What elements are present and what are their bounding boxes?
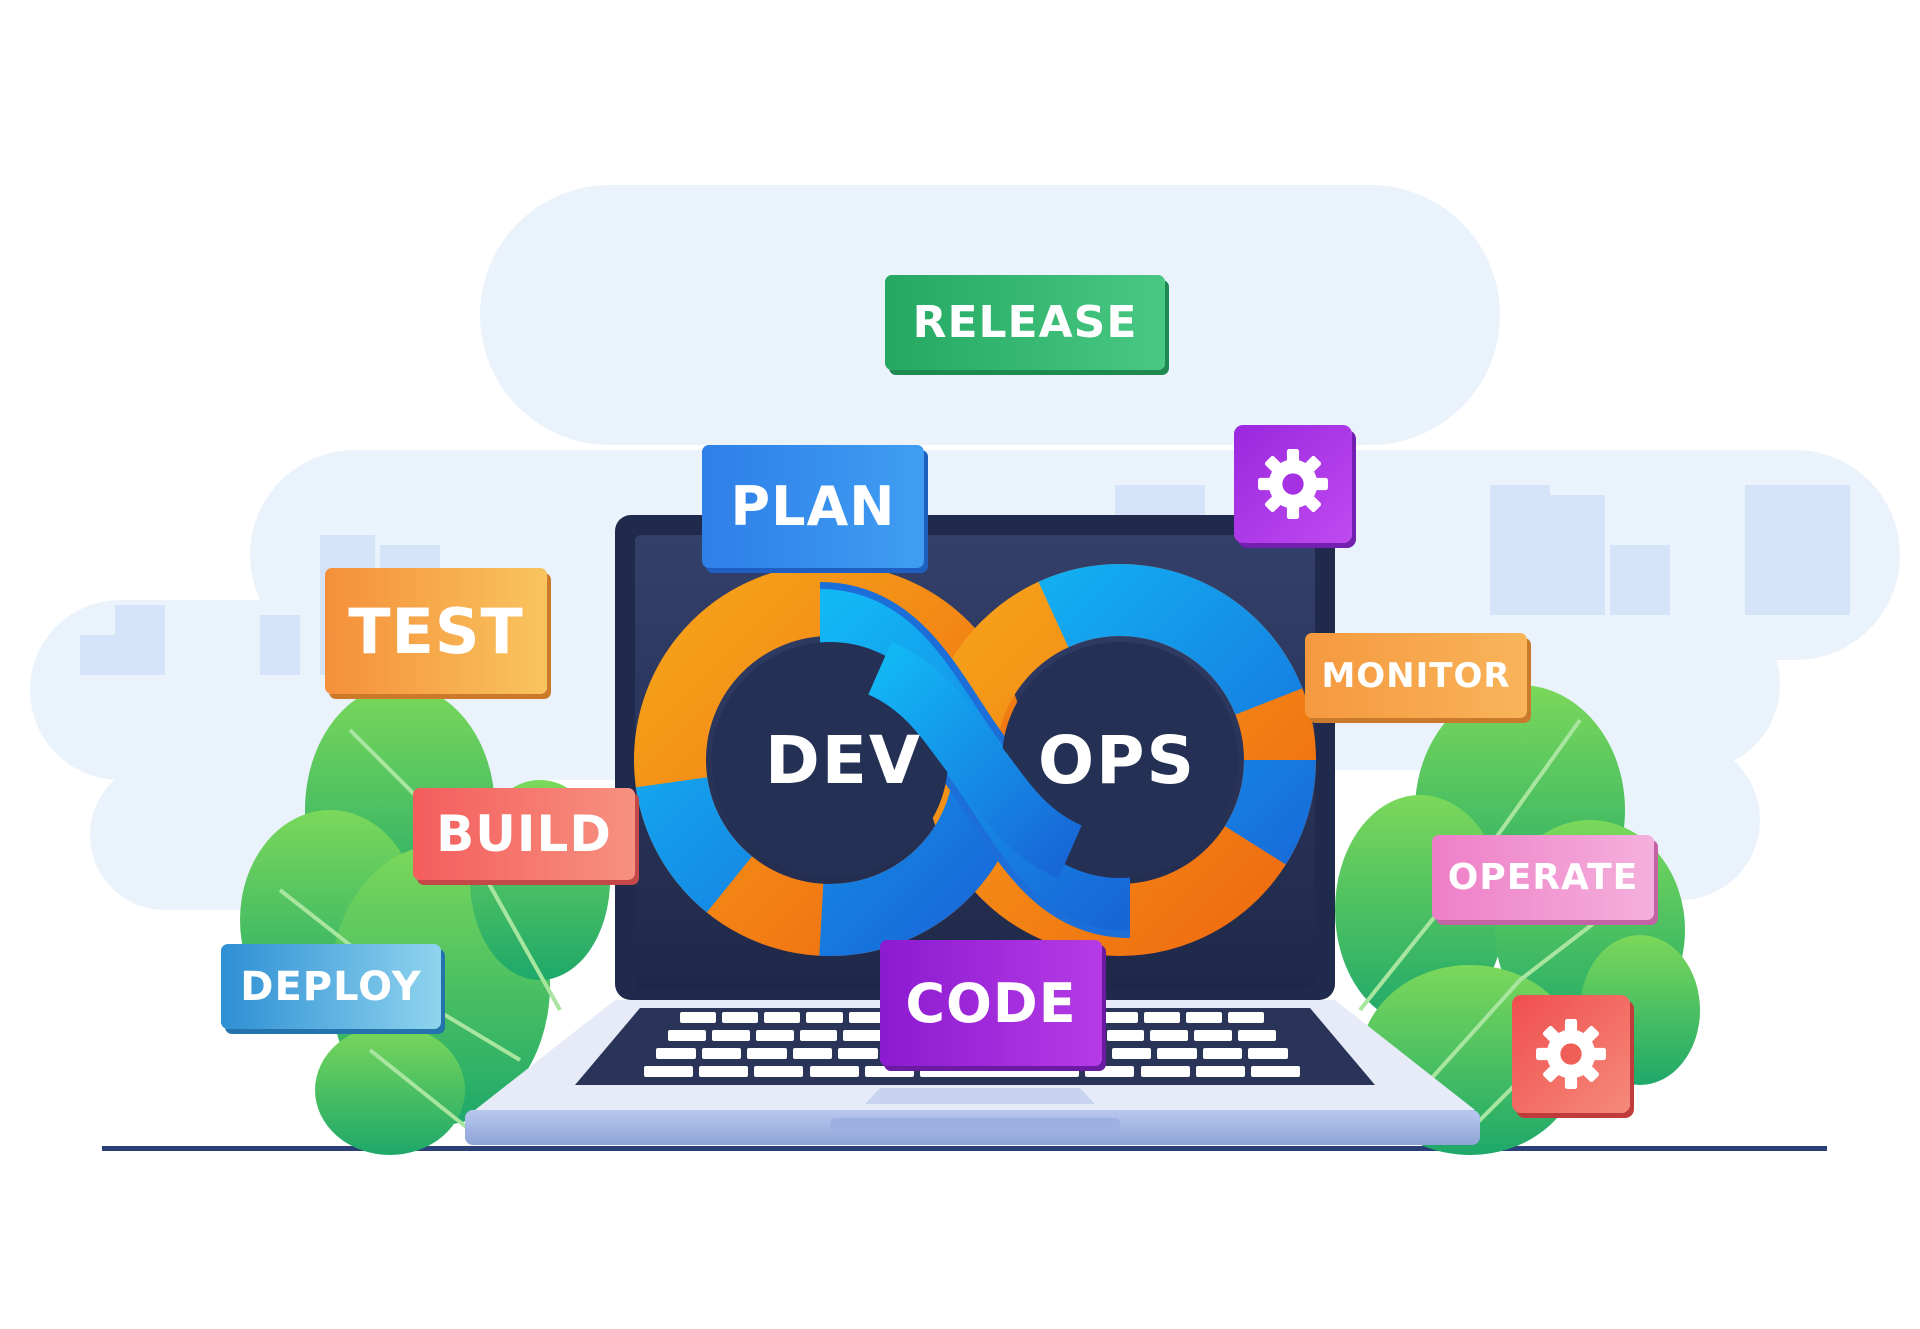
keyboard-key [699,1066,749,1077]
keyboard-key [1106,1030,1145,1041]
build-tag-label: BUILD [436,805,612,863]
keyboard-key [1238,1030,1276,1041]
keyboard-key [1143,1012,1180,1023]
keyboard-key [747,1048,787,1059]
keyboard-key [1248,1048,1288,1059]
keyboard-key [644,1066,694,1077]
gear-icon [1536,1019,1606,1089]
keyboard-key [711,1030,750,1041]
keyboard-key [1250,1066,1300,1077]
deploy-tag-label: DEPLOY [240,963,422,1010]
test-tag-label: TEST [348,594,524,668]
plan-tag: PLAN [702,445,924,568]
keyboard-key [919,1066,1080,1077]
keyboard-key [668,1030,706,1041]
keyboard-key [809,1066,859,1077]
keyboard-key [1085,1066,1135,1077]
code-tag-label: CODE [905,971,1077,1035]
monitor-tag: MONITOR [1305,633,1527,718]
keyboard-key [806,1012,843,1023]
build-tag: BUILD [413,788,635,880]
keyboard-key [1195,1066,1245,1077]
keyboard-key [680,1012,717,1023]
keyboard-key [656,1048,696,1059]
hub-label-ops: OPS [1038,722,1197,799]
keyboard-key [799,1030,838,1041]
release-tag-label: RELEASE [912,297,1138,348]
keyboard-key [701,1048,742,1059]
infinity-loop-icon [634,564,1316,956]
keyboard-key [722,1012,759,1023]
gear-tile-red [1512,995,1630,1113]
keyboard-key [843,1030,882,1041]
keyboard-key [755,1030,794,1041]
keyboard-key [1202,1048,1243,1059]
plan-tag-label: PLAN [730,475,896,538]
operate-tag: OPERATE [1432,835,1654,920]
keyboard-key [848,1012,885,1023]
deploy-tag: DEPLOY [221,944,441,1029]
keyboard-key [1185,1012,1222,1023]
hub-label-dev: DEV [765,722,922,799]
keyboard-key [764,1012,801,1023]
test-tag: TEST [325,568,547,694]
keyboard-key [792,1048,833,1059]
keyboard-key [1140,1066,1190,1077]
keyboard-key [838,1048,878,1059]
code-tag: CODE [880,940,1102,1066]
release-tag: RELEASE [885,275,1165,370]
keyboard-key [1150,1030,1189,1041]
gear-tile-purple [1234,425,1352,543]
keyboard-key [754,1066,804,1077]
operate-tag-label: OPERATE [1447,857,1639,898]
keyboard-key [1111,1048,1152,1059]
keyboard-key [1157,1048,1197,1059]
keyboard-key [1227,1012,1264,1023]
keyboard-key [1101,1012,1138,1023]
monitor-tag-label: MONITOR [1321,655,1511,696]
ground-line [102,1146,1827,1151]
keyboard-key [1194,1030,1233,1041]
keyboard-key [864,1066,914,1077]
gear-icon [1258,449,1328,519]
